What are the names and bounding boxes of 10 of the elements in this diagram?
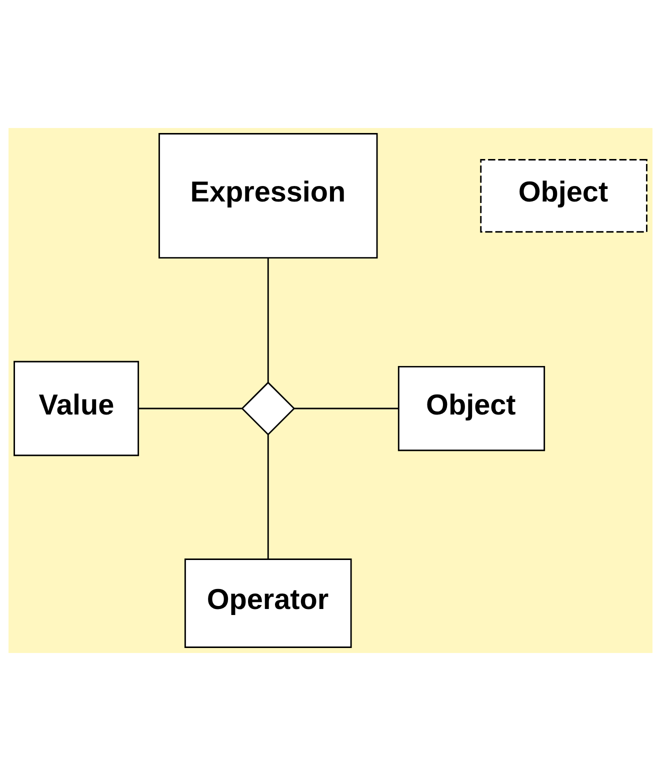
node-box: Value bbox=[14, 360, 140, 456]
node-box: Object bbox=[398, 366, 546, 452]
connector bbox=[267, 434, 269, 559]
node-box: Object bbox=[480, 159, 648, 233]
node-diamond bbox=[241, 382, 296, 436]
node-box: Expression bbox=[158, 133, 378, 259]
node-box: Operator bbox=[184, 558, 352, 648]
connector bbox=[294, 408, 398, 410]
connector bbox=[267, 258, 269, 382]
connector bbox=[138, 408, 242, 410]
